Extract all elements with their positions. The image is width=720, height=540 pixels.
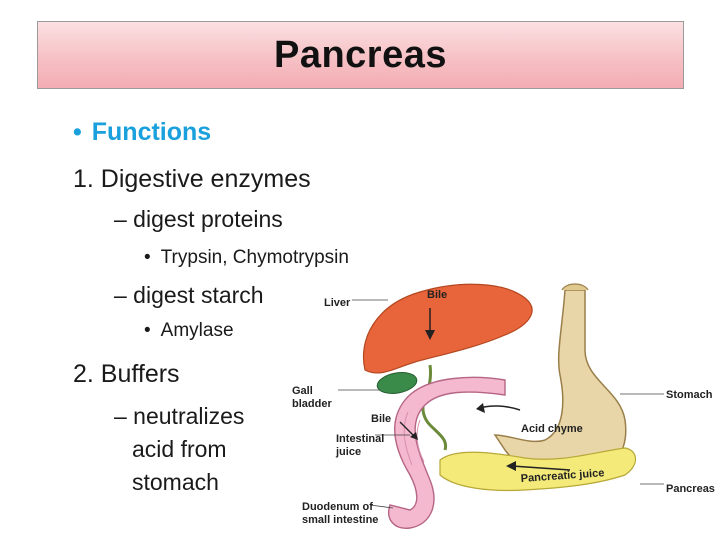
- label-pancreatic-juice: Pancreatic juice: [520, 467, 604, 485]
- label-small-intestine: small intestine: [302, 514, 378, 526]
- detail-trypsin-text: Trypsin, Chymotrypsin: [160, 247, 349, 268]
- label-juice: juice: [335, 446, 361, 458]
- detail-amylase: • Amylase: [144, 320, 234, 342]
- functions-heading: • Functions: [73, 118, 211, 147]
- page-title: Pancreas: [273, 33, 447, 76]
- liver-organ: [362, 283, 533, 374]
- label-pancreas: Pancreas: [666, 483, 715, 495]
- label-bladder: bladder: [292, 398, 332, 410]
- label-intestinal: Intestinal: [336, 433, 384, 445]
- label-duodenum: Duodenum of: [302, 501, 373, 513]
- label-bile-lower: Bile: [371, 413, 391, 425]
- item-buffers: 2. Buffers: [73, 360, 180, 388]
- sub-acid-from: acid from: [132, 436, 227, 462]
- label-liver: Liver: [324, 297, 351, 309]
- item-digestive-enzymes: 1. Digestive enzymes: [73, 165, 311, 193]
- sub-neutralizes: – neutralizes: [114, 403, 245, 429]
- sub-digest-proteins: – digest proteins: [114, 206, 283, 232]
- functions-label: Functions: [91, 118, 212, 146]
- bullet-marker: •: [144, 320, 151, 341]
- duodenum-organ: [388, 376, 506, 529]
- pancreas-anatomy-diagram: Liver Bile Gall bladder Bile Intestinal …: [292, 283, 715, 529]
- sub-digest-starch: – digest starch: [114, 282, 264, 308]
- sub-stomach: stomach: [132, 469, 219, 495]
- detail-trypsin: • Trypsin, Chymotrypsin: [144, 247, 349, 269]
- label-stomach: Stomach: [666, 389, 713, 401]
- title-banner: Pancreas: [37, 21, 684, 89]
- pancreas-organ: [439, 447, 637, 492]
- label-acid-chyme: Acid chyme: [521, 423, 583, 435]
- label-bile-top: Bile: [427, 289, 447, 301]
- gallbladder-organ: [376, 372, 418, 394]
- detail-amylase-text: Amylase: [160, 320, 234, 341]
- bullet-marker: •: [144, 247, 151, 268]
- label-gall: Gall: [292, 385, 313, 397]
- bullet-marker: •: [73, 118, 82, 146]
